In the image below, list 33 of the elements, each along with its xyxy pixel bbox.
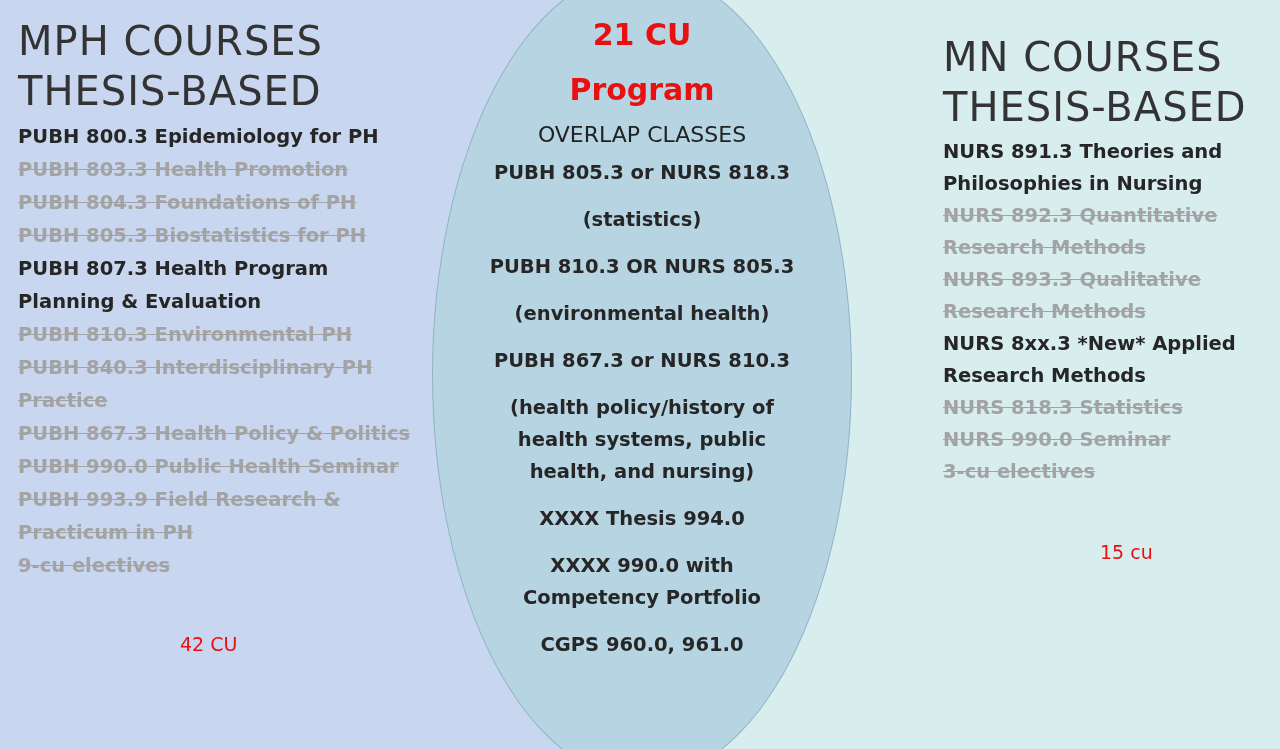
course-text: XXXX Thesis 994.0 <box>539 506 745 532</box>
struck-course-text: PUBH 993.9 Field Research & Practicum in PH <box>18 487 342 546</box>
struck-course-text: 9-cu electives <box>18 553 172 579</box>
course-text: (environmental health) <box>514 301 770 327</box>
struck-course-text: NURS 990.0 Seminar <box>943 427 1172 453</box>
course-text: (statistics) <box>582 207 702 233</box>
struck-course-text: PUBH 867.3 Health Policy & Politics <box>18 421 412 447</box>
struck-course-text: NURS 892.3 Quantitative Research Methods <box>943 203 1219 261</box>
struck-course-text: PUBH 840.3 Interdisciplinary PH Practice <box>18 355 374 414</box>
credit-total: 21 CU Program <box>568 16 716 109</box>
struck-course-text: PUBH 805.3 Biostatistics for PH <box>18 223 368 249</box>
course-text: CGPS 960.0, 961.0 <box>540 632 744 658</box>
struck-course-text: PUBH 810.3 Environmental PH <box>18 322 354 348</box>
struck-course-text: NURS 818.3 Statistics <box>943 395 1184 421</box>
course-text: (health policy/history of health systems, public health, and nursing) <box>509 395 776 485</box>
course-text: PUBH 867.3 or NURS 810.3 <box>493 348 791 374</box>
course-text: PUBH 810.3 OR NURS 805.3 <box>489 254 795 280</box>
column-heading: MN COURSES THESIS-BASED <box>943 33 1248 132</box>
credit-total: 42 CU <box>180 632 239 657</box>
struck-course-text: PUBH 990.0 Public Health Seminar <box>18 454 400 480</box>
course-text: NURS 891.3 Theories and Philosophies in Nursing <box>943 139 1224 197</box>
course-text: PUBH 805.3 or NURS 818.3 <box>493 160 791 186</box>
struck-course-text: PUBH 803.3 Health Promotion <box>18 157 350 183</box>
struck-course-text: 3-cu electives <box>943 459 1097 485</box>
credit-total: 15 cu <box>1100 540 1154 565</box>
course-text: NURS 8xx.3 *New* Applied Research Methods <box>943 331 1237 389</box>
course-text: PUBH 800.3 Epidemiology for PH <box>18 124 380 150</box>
course-text: PUBH 807.3 Health Program Planning & Evaluation <box>18 256 330 315</box>
struck-course-text: PUBH 804.3 Foundations of PH <box>18 190 358 216</box>
course-text: XXXX 990.0 with Competency Portfolio <box>522 553 762 611</box>
struck-course-text: NURS 893.3 Qualitative Research Methods <box>943 267 1202 325</box>
column-heading: MPH COURSES THESIS-BASED <box>18 17 324 116</box>
section-heading: OVERLAP CLASSES <box>537 121 747 149</box>
